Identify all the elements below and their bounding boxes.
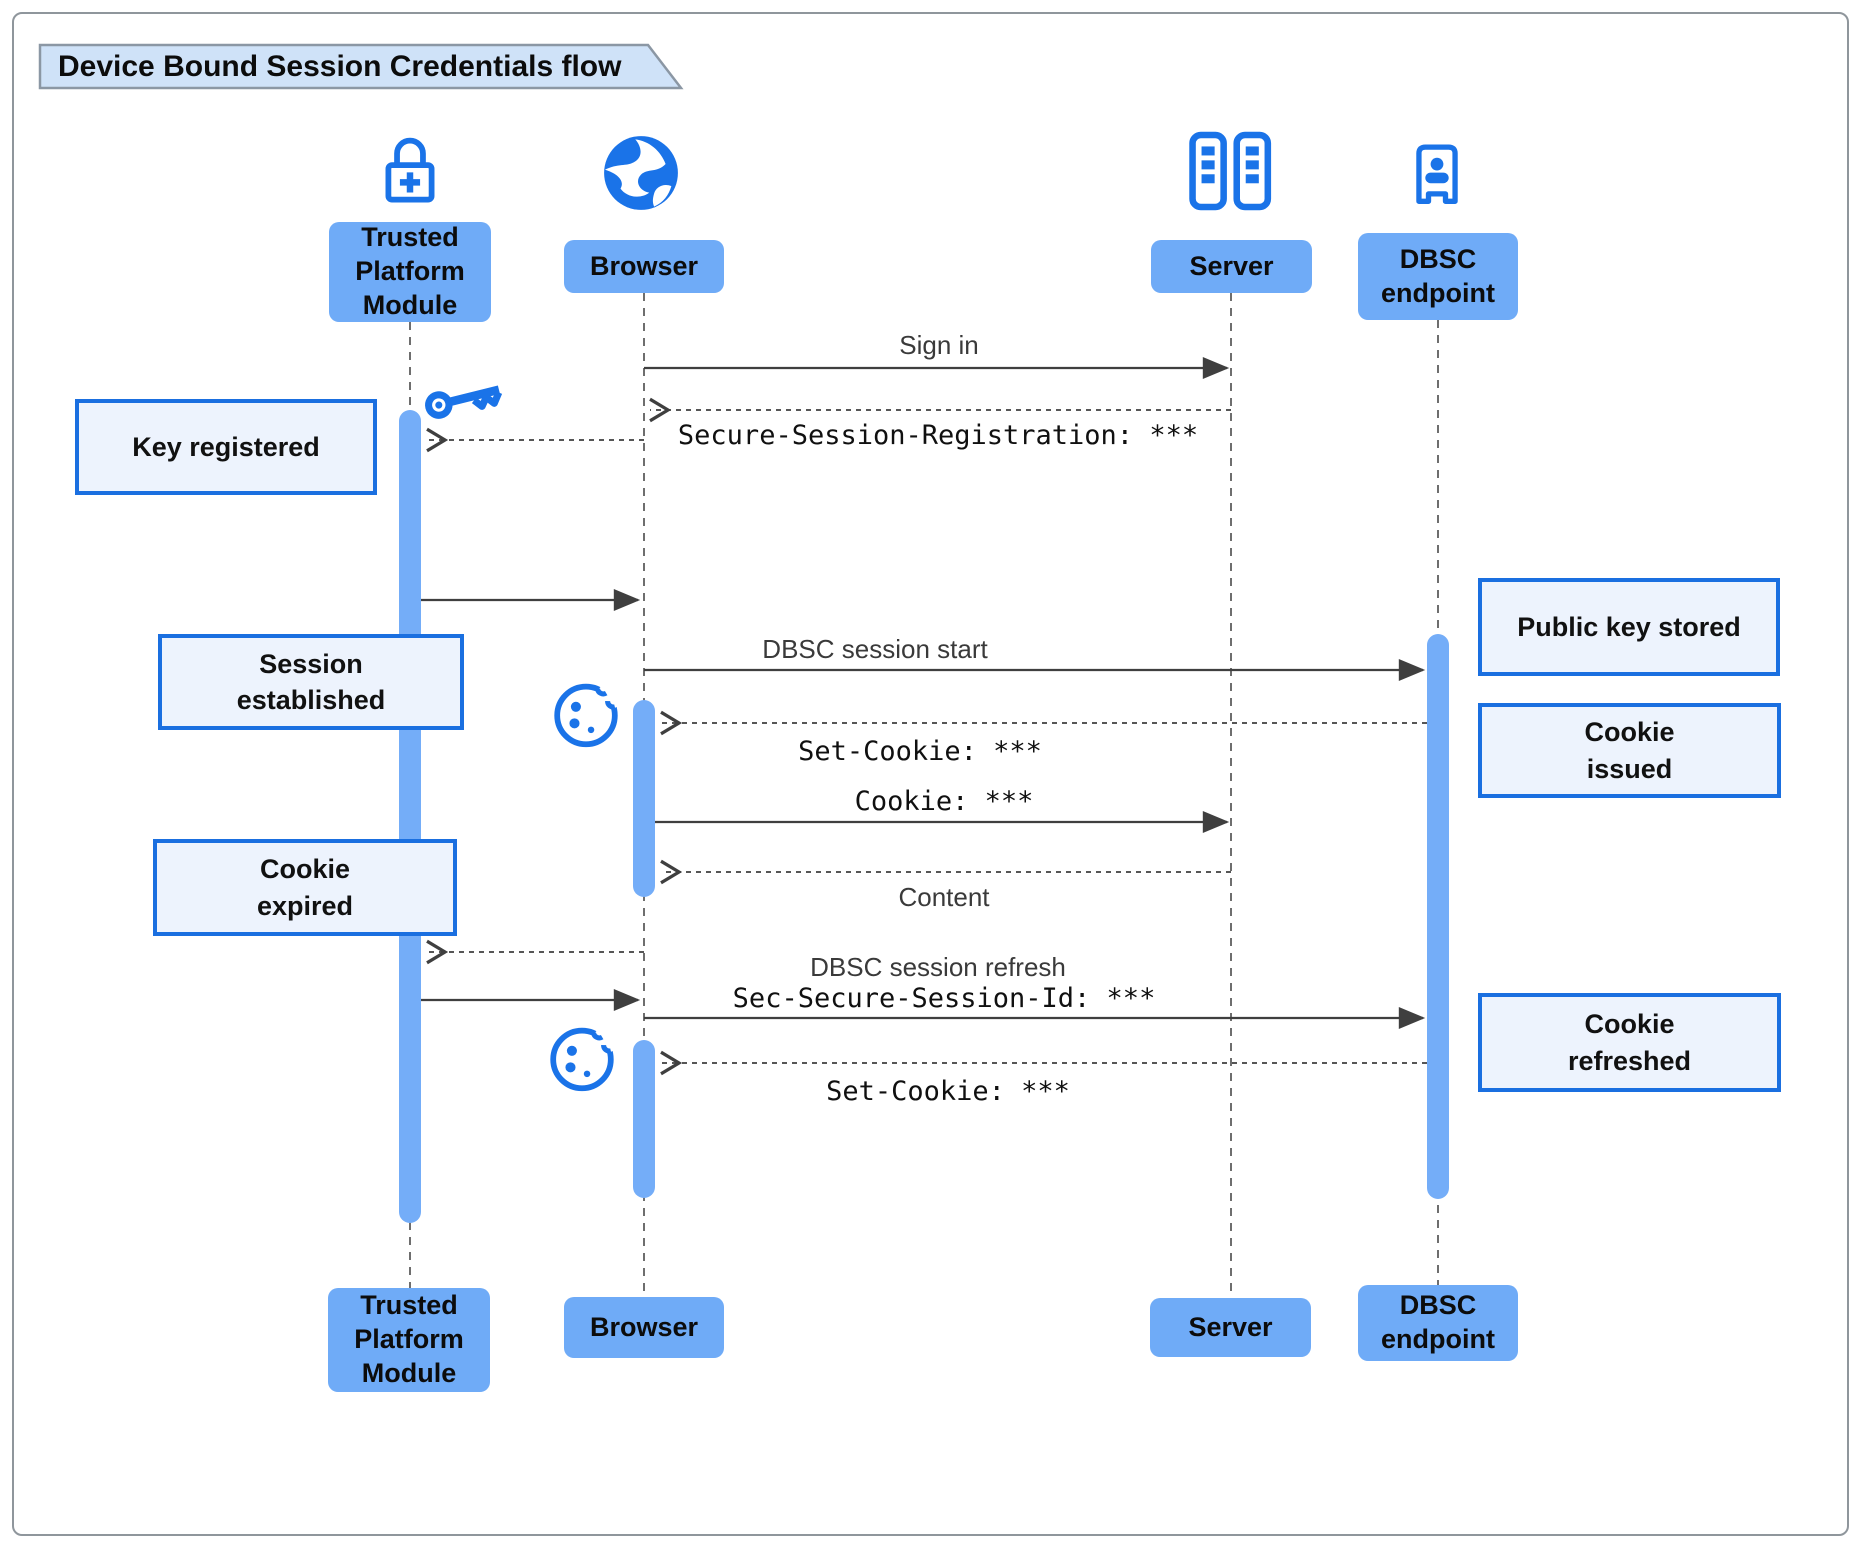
note-cookie-issued: Cookie issued (1478, 703, 1781, 798)
message-cookie: Cookie: *** (854, 786, 1034, 817)
note-public-key-stored-text: Public key stored (1517, 611, 1741, 642)
actor-label-dbsc-bottom: DBSC endpoint (1358, 1285, 1518, 1361)
note-cookie-expired-text: Cookie expired (256, 854, 354, 921)
message-content: Content (898, 882, 990, 912)
actor-label-browser-bottom: Browser (564, 1297, 724, 1358)
note-key-registered-text: Key registered (132, 431, 320, 462)
actor-label-server-top: Server (1151, 240, 1312, 293)
diagram-title: Device Bound Session Credentials flow (58, 50, 622, 83)
message-sec-secure-session-id: Sec-Secure-Session-Id: *** (732, 983, 1156, 1014)
activation-bar-dbsc (1427, 634, 1449, 1199)
activation-bar-tpm (399, 410, 421, 1223)
tpm-lock-plus-icon (374, 122, 446, 214)
note-cookie-expired: Cookie expired (153, 839, 457, 936)
message-secure-session-registration: Secure-Session-Registration: *** (677, 420, 1199, 451)
activation-bar-browser-2 (633, 1040, 655, 1198)
key-icon (418, 362, 516, 434)
note-session-established: Session established (158, 634, 464, 730)
cookie-icon-2 (546, 1022, 618, 1094)
note-cookie-issued-text: Cookie issued (1584, 717, 1675, 784)
actor-label-browser-top: Browser (564, 240, 724, 293)
actor-label-dbsc-top: DBSC endpoint (1358, 233, 1518, 320)
browser-globe-icon (600, 132, 682, 214)
note-public-key-stored: Public key stored (1478, 578, 1780, 676)
actor-label-tpm-bottom: Trusted Platform Module (328, 1288, 490, 1392)
message-dbsc-session-refresh: DBSC session refresh (810, 952, 1066, 982)
note-cookie-refreshed-text: Cookie refreshed (1567, 1009, 1692, 1076)
cookie-icon-1 (550, 678, 622, 750)
actor-label-tpm-top: Trusted Platform Module (329, 222, 491, 322)
message-set-cookie-1: Set-Cookie: *** (798, 736, 1042, 767)
dbsc-badge-person-icon (1403, 128, 1471, 214)
actor-label-server-bottom: Server (1150, 1298, 1311, 1357)
activation-bar-browser-1 (633, 700, 655, 897)
message-set-cookie-2: Set-Cookie: *** (826, 1076, 1070, 1107)
message-dbsc-session-start: DBSC session start (762, 634, 988, 664)
note-session-established-text: Session established (236, 648, 386, 715)
server-racks-icon (1186, 128, 1276, 214)
note-key-registered: Key registered (75, 399, 377, 495)
note-cookie-refreshed: Cookie refreshed (1478, 993, 1781, 1092)
message-sign-in: Sign in (899, 330, 979, 360)
